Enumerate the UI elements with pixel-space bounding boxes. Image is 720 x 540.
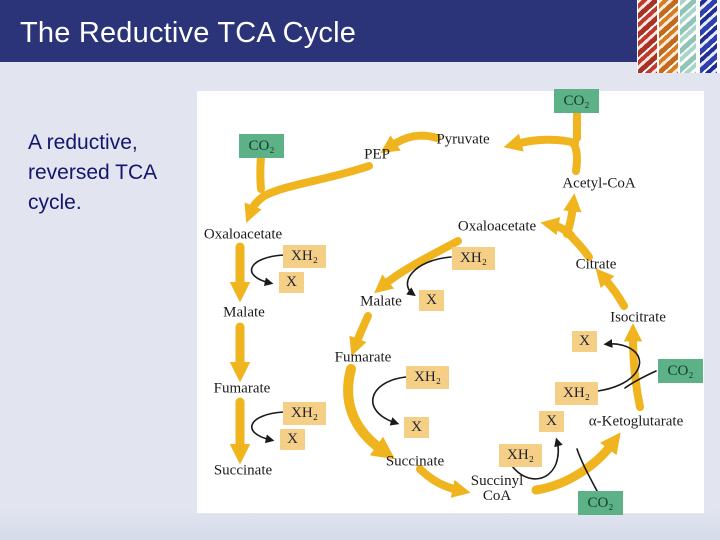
x-box-succinylcoa: X [539,411,564,432]
helix-orange [659,0,678,73]
xh2-box-cycle2: XH₂ [406,366,449,389]
co2-box-isocitrate: CO₂ [658,359,703,383]
label-oxaloacetate-cycle: Oxaloacetate [457,218,537,235]
helix-blue [700,0,717,73]
label-pyruvate: Pyruvate [436,131,490,148]
co2-box-ketoglutarate: CO₂ [578,491,623,515]
label-fumarate-cycle: Fumarate [334,349,392,366]
label-pep: PEP [364,146,390,163]
label-fumarate-left: Fumarate [213,380,271,397]
x-box-left2: X [280,429,305,450]
xh2-box-cycle1: XH₂ [452,247,495,270]
label-succinate-cycle: Succinate [385,453,445,470]
helix-red [638,0,657,73]
label-malate-cycle: Malate [360,293,402,310]
slide-caption: A reductive, reversed TCA cycle. [28,131,156,214]
label-citrate: Citrate [575,256,617,273]
title-bar: The Reductive TCA Cycle [0,0,637,62]
label-oxaloacetate-left: Oxaloacetate [203,226,283,243]
co2-box-pep: CO₂ [239,134,284,158]
xh2-box-left2: XH₂ [283,402,326,425]
label-acetyl-coa: Acetyl-CoA [562,175,636,192]
x-box-isocitrate: X [572,331,597,352]
label-alpha-ketoglutarate: α-Ketoglutarate [588,413,684,430]
protein-structure-image [637,0,720,73]
x-box-cycle2: X [404,417,429,438]
x-box-left1: X [279,272,304,293]
slide-title: The Reductive TCA Cycle [20,17,357,49]
x-box-cycle1: X [419,290,444,311]
label-isocitrate: Isocitrate [610,309,666,326]
helix-teal [680,0,696,73]
co2-box-pyruvate: CO₂ [554,89,599,113]
label-succinate-left: Succinate [213,462,273,479]
xh2-box-isocitrate: XH₂ [555,382,598,405]
label-malate-left: Malate [223,304,265,321]
xh2-box-left1: XH₂ [283,245,326,268]
xh2-box-succinylcoa: XH₂ [499,444,542,467]
